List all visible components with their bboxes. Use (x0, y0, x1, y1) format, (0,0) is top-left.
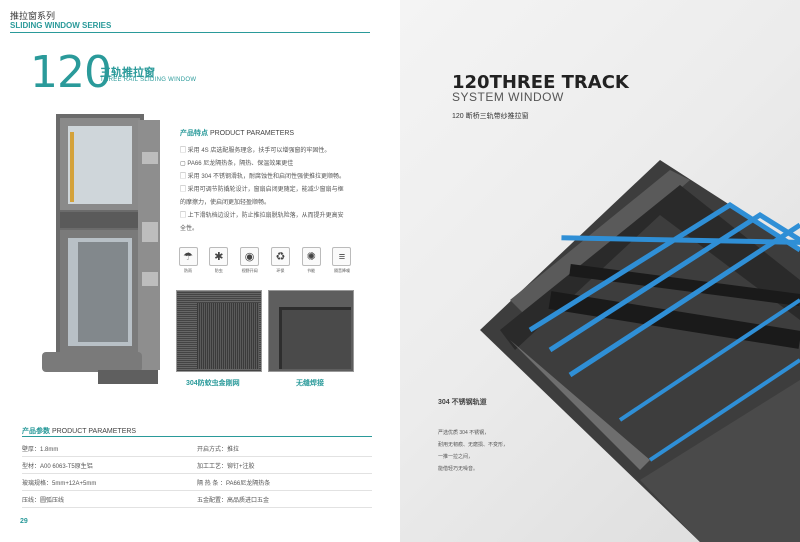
features-heading-cn: 产品特点 (180, 130, 208, 137)
icon-label: 视野开阔 (241, 268, 258, 273)
rail-label: 304 不锈钢轨道 (438, 399, 487, 406)
product-title-cn: 三轨推拉窗 (100, 67, 155, 79)
feature-icon-item: ✺ 节能 (298, 247, 324, 274)
feature-item: ▢ PA66 尼龙隔热条，隔热、保温效果更佳 (180, 161, 294, 167)
feature-item: ▢ 采用 4S 店选配服务理念，扶手可以增强窗的牢固性。 (180, 148, 331, 154)
params-table: 壁厚：1.8mm 开启方式：推拉 型材：A00 6063-T5原生铝 加工工艺：… (22, 440, 372, 508)
icon-label: 环保 (276, 268, 285, 273)
feature-icon-item: ≡ 隔音降噪 (329, 247, 355, 274)
product-number: 120 (30, 47, 112, 98)
params-heading: 产品参数 PRODUCT PARAMETERS (22, 426, 136, 436)
sound-icon: ≡ (332, 247, 352, 266)
series-title-cn: 推拉窗系列 (10, 11, 56, 21)
right-title-line1: 120THREE TRACK (452, 72, 629, 93)
feature-item: ▢ 上下滑轨档边设计，防止推拉扇脱轨险落，从而提升更高安 (180, 213, 344, 219)
recycle-icon: ♻ (270, 247, 290, 266)
table-row: 型材：A00 6063-T5原生铝 加工工艺：铆钉+注胶 (22, 457, 372, 474)
rail-desc-line: 能借轻巧无噪音。 (438, 466, 479, 472)
params-heading-cn: 产品参数 (22, 428, 50, 435)
right-title-line2: SYSTEM WINDOW (452, 90, 564, 104)
feature-icon-item: ♻ 环保 (267, 247, 293, 274)
bulb-icon: ✺ (301, 247, 321, 266)
feature-item: ▢ 采用 304 不锈钢滑轨，耐腐蚀性和启闭性强使推拉更顺畅。 (180, 174, 346, 180)
icon-label: 防雨 (184, 268, 192, 273)
stainless-rail-image (480, 160, 800, 542)
icon-label: 防虫 (214, 268, 223, 273)
rail-desc-line: 一推一拉之间， (438, 454, 474, 460)
param-cell: 型材：A00 6063-T5原生铝 (22, 463, 93, 470)
rail-desc-line: 耐用无韧痕、无磨损、不变形， (438, 442, 509, 448)
features-heading: 产品特点 PRODUCT PARAMETERS (180, 128, 294, 138)
feature-icon-item: ◉ 视野开阔 (237, 247, 263, 274)
param-cell: 加工工艺：铆钉+注胶 (197, 463, 255, 470)
param-cell: 玻璃规格：5mm+12A+5mm (22, 480, 97, 487)
seamless-weld-caption: 无缝焊接 (296, 380, 324, 387)
product-title-en: THREE RAIL SLIDING WINDOW (100, 77, 197, 83)
eye-icon: ◉ (240, 247, 260, 266)
rail-desc-line: 严选优质 304 不锈钢， (438, 430, 490, 436)
table-row: 壁厚：1.8mm 开启方式：推拉 (22, 440, 372, 457)
page-number: 29 (20, 518, 28, 525)
series-title-en: SLIDING WINDOW SERIES (10, 21, 112, 30)
mesh-screen-photo (176, 290, 262, 372)
params-heading-en: PRODUCT PARAMETERS (51, 428, 137, 435)
feature-icon-item: ☂ 防雨 (175, 247, 201, 274)
icon-label: 隔音降噪 (333, 268, 350, 273)
window-product-image (42, 114, 160, 384)
params-divider (22, 436, 372, 437)
feature-item: ▢ 采用可调节防撬轮设计，窗扇启闭更随定，能减少窗扇与框 (180, 187, 344, 193)
param-cell: 壁厚：1.8mm (22, 446, 59, 453)
feature-item: 的摩擦力，使启闭更加轻盈顺畅。 (180, 200, 271, 206)
features-heading-en: PRODUCT PARAMETERS (209, 130, 295, 137)
table-row: 玻璃规格：5mm+12A+5mm 隔 热 条 ：PA66尼龙隔热条 (22, 474, 372, 491)
right-page: 120THREE TRACK SYSTEM WINDOW 120 断桥三轨带纱推… (400, 0, 800, 542)
param-cell: 开启方式：推拉 (197, 446, 240, 453)
param-cell: 五金配置：高品质进口五金 (197, 497, 270, 504)
param-cell: 压线：圆弧压线 (22, 497, 65, 504)
feature-item: 全性。 (180, 226, 199, 232)
right-subtitle: 120 断桥三轨带纱推拉窗 (452, 113, 529, 120)
rail-description: 严选优质 304 不锈钢， 耐用无韧痕、无磨损、不变形， 一推一拉之间， 能借轻… (438, 427, 558, 475)
icon-label: 节能 (307, 268, 316, 273)
bug-icon: ✱ (209, 247, 229, 266)
mesh-screen-caption: 304防蚊虫金刚网 (186, 380, 240, 387)
feature-icon-item: ✱ 防虫 (206, 247, 232, 274)
feature-icons-row: ☂ 防雨 ✱ 防虫 ◉ 视野开阔 ♻ 环保 ✺ 节能 ≡ 隔音降噪 (175, 247, 355, 274)
table-row: 压线：圆弧压线 五金配置：高品质进口五金 (22, 491, 372, 508)
param-cell: 隔 热 条 ：PA66尼龙隔热条 (197, 480, 271, 487)
umbrella-icon: ☂ (178, 247, 198, 266)
seamless-weld-photo (268, 290, 354, 372)
header-divider (10, 32, 370, 33)
features-list: ▢ 采用 4S 店选配服务理念，扶手可以增强窗的牢固性。 ▢ PA66 尼龙隔热… (180, 145, 360, 236)
left-page: 推拉窗系列 SLIDING WINDOW SERIES 120 三轨推拉窗 TH… (10, 11, 372, 525)
